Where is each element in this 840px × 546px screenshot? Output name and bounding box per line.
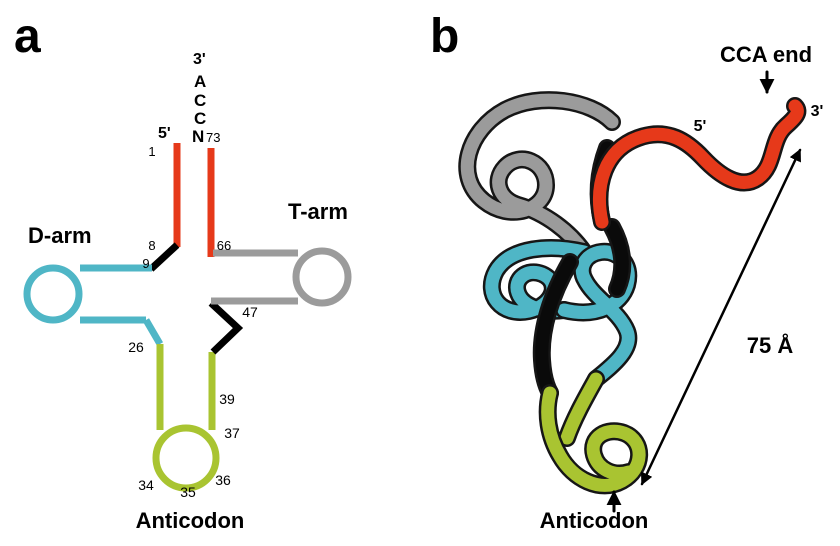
five-prime-label-a: 5' (158, 125, 171, 142)
t-arm-loop (292, 247, 352, 307)
variable-loop (208, 300, 244, 355)
position-34: 34 (138, 477, 154, 493)
distance-arrow (640, 148, 802, 486)
three-prime-label-a: 3' (193, 51, 206, 68)
position-39: 39 (219, 391, 235, 407)
three-prime-label-b: 3' (811, 103, 824, 120)
discriminator-letter-n: N (192, 127, 204, 146)
position-73: 73 (206, 130, 220, 145)
position-9: 9 (142, 256, 149, 271)
d-arm-label: D-arm (28, 223, 92, 248)
position-8: 8 (148, 238, 155, 253)
cca-letter-c1: C (194, 91, 206, 110)
panel-b-label: b (430, 10, 459, 63)
position-35: 35 (180, 484, 196, 500)
anticodon-label-b: Anticodon (540, 508, 649, 533)
position-66: 66 (217, 238, 231, 253)
d-arm-to-anticodon-connector (142, 318, 164, 346)
ribbon-tarm (467, 100, 612, 252)
panel-a: a 3' A C C N (14, 10, 352, 533)
anticodon-loop (152, 424, 220, 492)
position-36: 36 (215, 472, 231, 488)
t-arm-label: T-arm (288, 199, 348, 224)
cca-letter-a: A (194, 72, 206, 91)
panel-a-label: a (14, 10, 41, 63)
anticodon-label-a: Anticodon (136, 508, 245, 533)
connector-pos9 (148, 242, 180, 272)
position-47: 47 (242, 304, 258, 320)
d-arm-loop (23, 264, 83, 324)
five-prime-label-b: 5' (694, 118, 707, 135)
cca-end-label: CCA end (720, 42, 812, 67)
distance-label: 75 Å (747, 332, 794, 358)
position-37: 37 (224, 425, 240, 441)
panel-b: b CCA end (430, 10, 823, 533)
cca-letter-c2: C (194, 109, 206, 128)
position-1: 1 (148, 144, 155, 159)
position-26: 26 (128, 339, 144, 355)
